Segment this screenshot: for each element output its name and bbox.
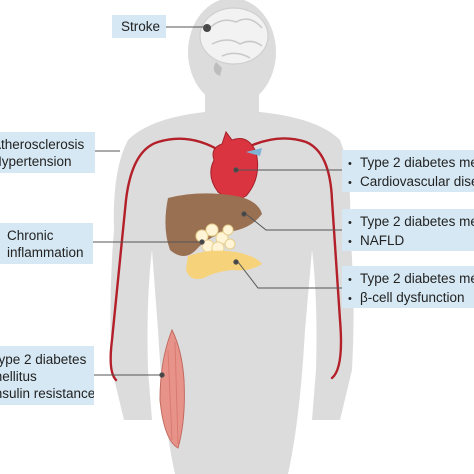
bullet-icon: • [348, 158, 352, 170]
label-t2d-insulin-resistance: Type 2 diabetes mellitus Insulin resista… [0, 346, 94, 405]
label-t2d-line-1: Type 2 diabetes [0, 352, 87, 367]
label-heart-line-2: Cardiovascular disease [360, 174, 474, 189]
bullet-icon: • [348, 217, 352, 229]
label-stroke-text: Stroke [121, 19, 161, 34]
label-chronic-inflammation: Chronic inflammation [0, 223, 93, 264]
label-liver-line-1: Type 2 diabetes mellitus [360, 214, 474, 229]
label-atherosclerosis-hypertension: Atherosclerosis Hypertension [0, 132, 95, 173]
leader-lines [93, 24, 342, 378]
bullet-icon: • [348, 293, 352, 305]
label-pancreas-line-1: Type 2 diabetes mellitus [360, 271, 474, 286]
label-stroke: Stroke [112, 15, 166, 38]
body-silhouette [110, 0, 354, 474]
label-pancreas-conditions: • Type 2 diabetes mellitus • β-cell dysfun… [342, 266, 474, 308]
label-chronic-line-1: Chronic [7, 228, 54, 243]
label-pancreas-line-2: β-cell dysfunction [360, 290, 465, 305]
bullet-icon: • [348, 274, 352, 286]
label-liver-conditions: • Type 2 diabetes mellitus • NAFLD [342, 209, 474, 251]
label-heart-conditions: • Type 2 diabetes mellitus • Cardiovascula… [342, 150, 474, 192]
label-chronic-line-2: inflammation [7, 245, 84, 260]
pancreas-icon [186, 250, 262, 279]
label-athero-line-1: Atherosclerosis [0, 137, 85, 152]
label-heart-line-1: Type 2 diabetes mellitus [360, 155, 474, 170]
heart-icon [210, 130, 262, 200]
bullet-icon: • [348, 177, 352, 189]
bullet-icon: • [348, 236, 352, 248]
label-liver-line-2: NAFLD [360, 233, 405, 248]
label-t2d-line-3: Insulin resistance [0, 386, 94, 401]
label-athero-line-2: Hypertension [0, 154, 72, 169]
label-t2d-line-2: mellitus [0, 369, 37, 384]
